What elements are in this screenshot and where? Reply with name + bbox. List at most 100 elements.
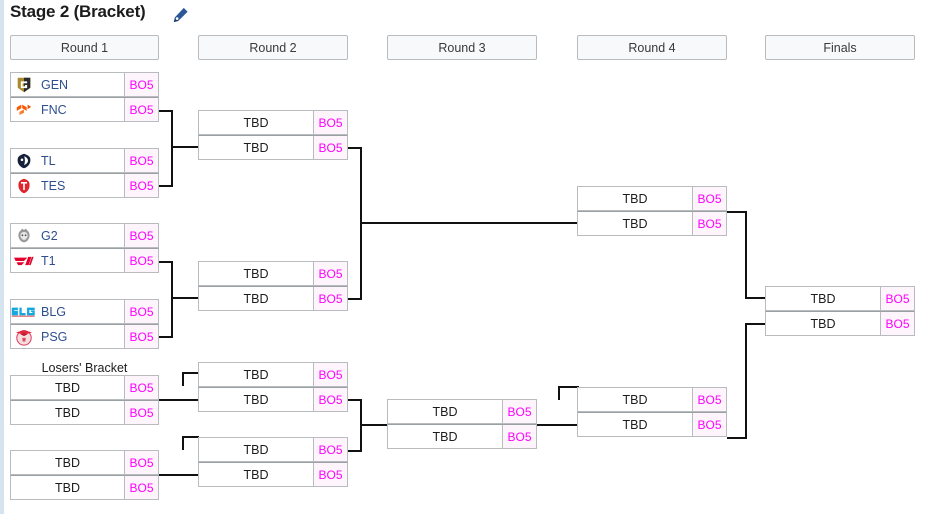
match-row[interactable]: TES BO5	[10, 173, 159, 198]
connector	[745, 211, 747, 299]
match-box[interactable]: TBD BO5 TBD BO5	[765, 286, 915, 336]
match-row[interactable]: TBD BO5	[198, 462, 348, 487]
match-row[interactable]: TBD BO5	[577, 186, 727, 211]
match-row[interactable]: TBD BO5	[765, 286, 915, 311]
format-badge: BO5	[124, 224, 158, 247]
match-row[interactable]: TBD BO5	[198, 437, 348, 462]
connector	[159, 110, 173, 112]
team-name: TBD	[432, 404, 458, 419]
format-badge: BO5	[124, 401, 158, 424]
fnc-logo	[11, 97, 37, 122]
psg-logo	[11, 324, 37, 349]
match-row[interactable]: PSG BO5	[10, 324, 159, 349]
format-badge: BO5	[313, 363, 347, 386]
match-row[interactable]: TBD BO5	[198, 261, 348, 286]
team-name: TL	[41, 153, 56, 168]
format-badge: BO5	[124, 300, 158, 323]
team-name: GEN	[41, 77, 69, 92]
match-box[interactable]: TBD BO5 TBD BO5	[10, 450, 159, 500]
match-row[interactable]: TBD BO5	[10, 475, 159, 500]
connector	[182, 372, 199, 374]
match-row[interactable]: TL BO5	[10, 148, 159, 173]
format-badge: BO5	[124, 174, 158, 197]
match-box[interactable]: TBD BO5 TBD BO5	[198, 362, 348, 412]
match-row[interactable]: TBD BO5	[577, 211, 727, 236]
connector	[558, 386, 560, 400]
connector	[745, 297, 767, 299]
match-row[interactable]: TBD BO5	[765, 311, 915, 336]
match-box[interactable]: BLG BO5 PSG BO5	[10, 299, 159, 349]
team-name: TBD	[810, 316, 836, 331]
connector	[360, 424, 388, 426]
round-header-label: Round 4	[628, 40, 676, 55]
round-header-4[interactable]: Round 4	[577, 35, 727, 60]
team-name: TBD	[55, 405, 80, 420]
team-name: TBD	[55, 480, 80, 495]
team-name: BLG	[41, 304, 67, 319]
match-box[interactable]: TBD BO5 TBD BO5	[198, 437, 348, 487]
match-row[interactable]: TBD BO5	[10, 400, 159, 425]
team-name: TBD	[243, 367, 269, 382]
team-name: PSG	[41, 329, 68, 344]
match-box[interactable]: TBD BO5 TBD BO5	[387, 399, 537, 449]
format-badge: BO5	[692, 388, 726, 411]
team-cell: BLG	[11, 300, 124, 323]
match-box[interactable]: TBD BO5 TBD BO5	[198, 261, 348, 311]
match-row[interactable]: TBD BO5	[198, 286, 348, 311]
team-cell: TES	[11, 174, 124, 197]
round-header-2[interactable]: Round 2	[198, 35, 348, 60]
match-box[interactable]: TBD BO5 TBD BO5	[577, 387, 727, 437]
team-cell: T1	[11, 249, 124, 272]
connector	[348, 147, 362, 149]
match-row[interactable]: TBD BO5	[10, 450, 159, 475]
match-box[interactable]: GEN BO5 FNC BO5	[10, 72, 159, 122]
match-row[interactable]: TBD BO5	[387, 399, 537, 424]
team-name: TBD	[243, 467, 269, 482]
team-cell: FNC	[11, 98, 124, 121]
match-row[interactable]: TBD BO5	[198, 110, 348, 135]
team-name: TBD	[243, 140, 269, 155]
format-badge: BO5	[692, 187, 726, 210]
t1-logo	[11, 248, 37, 273]
match-row[interactable]: TBD BO5	[387, 424, 537, 449]
team-name: TBD	[243, 115, 269, 130]
round-header-finals[interactable]: Finals	[765, 35, 915, 60]
team-name: TBD	[243, 291, 269, 306]
match-box[interactable]: TBD BO5 TBD BO5	[577, 186, 727, 236]
connector	[171, 297, 199, 299]
match-row[interactable]: TBD BO5	[10, 375, 159, 400]
left-accent-bar	[0, 0, 4, 514]
match-box[interactable]: TBD BO5 TBD BO5	[198, 110, 348, 160]
match-row[interactable]: GEN BO5	[10, 72, 159, 97]
match-row[interactable]: TBD BO5	[198, 135, 348, 160]
team-cell: GEN	[11, 73, 124, 96]
g2-logo	[11, 223, 37, 248]
match-row[interactable]: BLG BO5	[10, 299, 159, 324]
format-badge: BO5	[124, 98, 158, 121]
connector	[182, 436, 184, 450]
match-row[interactable]: TBD BO5	[577, 412, 727, 437]
format-badge: BO5	[124, 149, 158, 172]
match-row[interactable]: G2 BO5	[10, 223, 159, 248]
match-box[interactable]: TBD BO5 TBD BO5	[10, 375, 159, 425]
round-header-3[interactable]: Round 3	[387, 35, 537, 60]
team-name: FNC	[41, 102, 67, 117]
match-box[interactable]: G2 BO5 T1 BO5	[10, 223, 159, 273]
format-badge: BO5	[313, 388, 347, 411]
format-badge: BO5	[124, 451, 158, 474]
connector	[171, 146, 199, 148]
match-row[interactable]: FNC BO5	[10, 97, 159, 122]
match-row[interactable]: TBD BO5	[577, 387, 727, 412]
connector	[727, 211, 747, 213]
match-box[interactable]: TL BO5 TES BO5	[10, 148, 159, 198]
round-header-label: Round 2	[249, 40, 297, 55]
round-header-1[interactable]: Round 1	[10, 35, 159, 60]
blg-logo	[11, 299, 37, 324]
team-name: TBD	[622, 191, 648, 206]
team-name: G2	[41, 228, 58, 243]
pencil-edit-icon[interactable]	[172, 6, 190, 24]
format-badge: BO5	[124, 249, 158, 272]
match-row[interactable]: TBD BO5	[198, 387, 348, 412]
match-row[interactable]: TBD BO5	[198, 362, 348, 387]
match-row[interactable]: T1 BO5	[10, 248, 159, 273]
